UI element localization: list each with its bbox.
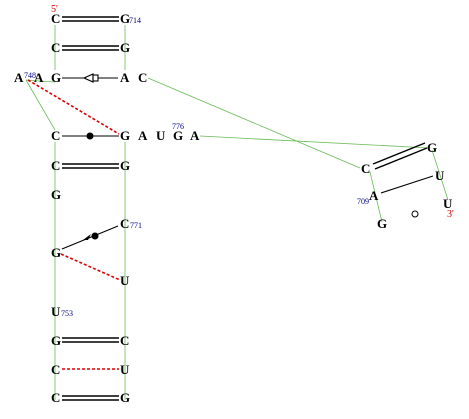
nucleotide-c: C [138, 70, 147, 85]
nucleotide-g: G [51, 187, 61, 202]
nucleotide-g: G [120, 158, 130, 173]
five-prime-label: 5' [51, 4, 58, 15]
nucleotide-a: A [190, 128, 200, 143]
pair-g-u-tertiary [60, 253, 121, 281]
nucleotide-c: C [51, 128, 60, 143]
base-pair-lines [27, 16, 434, 401]
nucleotide-c: C [361, 161, 370, 176]
nucleotide-u: U [443, 196, 453, 211]
pair-c-g-loop-b [374, 147, 428, 170]
nucleotide-g: G [51, 245, 61, 260]
nucleotide-g: G [120, 128, 130, 143]
nucleotide-g: G [173, 128, 183, 143]
backbone-ac-to-loop [147, 77, 361, 169]
pair-g-a-triangle [82, 73, 94, 83]
nucleotide-g: G [377, 216, 387, 231]
pair-a-g-tertiary [27, 79, 120, 135]
nucleotide-g: G [120, 390, 130, 405]
residue-number-753: 753 [61, 309, 73, 318]
backbone-loop-right [431, 149, 449, 201]
nucleotide-c: C [51, 11, 60, 26]
backbone-loop-left [369, 171, 383, 223]
backbone-a-to-c [25, 79, 56, 131]
residue-number-776: 776 [172, 122, 184, 131]
pair-g-c-5-line [61, 225, 119, 250]
pair-g-c-5-dot [91, 232, 99, 240]
backbone-gauga-to-loop [199, 135, 431, 149]
backbone-lines [25, 25, 449, 400]
residue-number-771: 771 [130, 221, 142, 230]
nucleotide-c: C [120, 216, 129, 231]
nucleotide-u: U [51, 304, 61, 319]
nucleotide-c: C [51, 158, 60, 173]
nucleotide-g: G [51, 333, 61, 348]
backbone-left-to-a [25, 79, 56, 83]
residue-numbers: 714 748 776 771 753 709 [24, 16, 369, 318]
nucleotide-g: G [51, 70, 61, 85]
nucleotide-labels: 5' 3' C G C G A A G A C C G A U G A C G … [14, 4, 454, 405]
nucleotide-c: C [51, 40, 60, 55]
pair-g-a-square [92, 74, 99, 82]
pair-c-g-3-dot [86, 132, 94, 140]
pair-a-u-loop [380, 175, 434, 194]
loop-open-circle [411, 210, 419, 218]
three-prime-label: 3' [447, 209, 454, 220]
nucleotide-c: C [51, 362, 60, 377]
nucleotide-g: G [427, 140, 437, 155]
nucleotide-u: U [120, 273, 130, 288]
nucleotide-a: A [138, 128, 148, 143]
nucleotide-g: G [120, 40, 130, 55]
nucleotide-a: A [34, 70, 44, 85]
residue-number-714: 714 [129, 16, 141, 25]
nucleotide-c: C [51, 390, 60, 405]
nucleotide-g: G [120, 11, 130, 26]
nucleotide-c: C [120, 333, 129, 348]
nucleotide-a: A [369, 188, 379, 203]
nucleotide-u: U [156, 128, 166, 143]
pair-g-c-5-arrow [83, 234, 91, 240]
residue-number-748: 748 [24, 71, 36, 80]
nucleotide-a: A [120, 70, 130, 85]
pair-c-g-loop-a [372, 142, 426, 165]
nucleotide-u: U [120, 362, 130, 377]
nucleotide-u: U [435, 168, 445, 183]
nucleotide-a: A [14, 70, 24, 85]
residue-number-709: 709 [357, 197, 369, 206]
